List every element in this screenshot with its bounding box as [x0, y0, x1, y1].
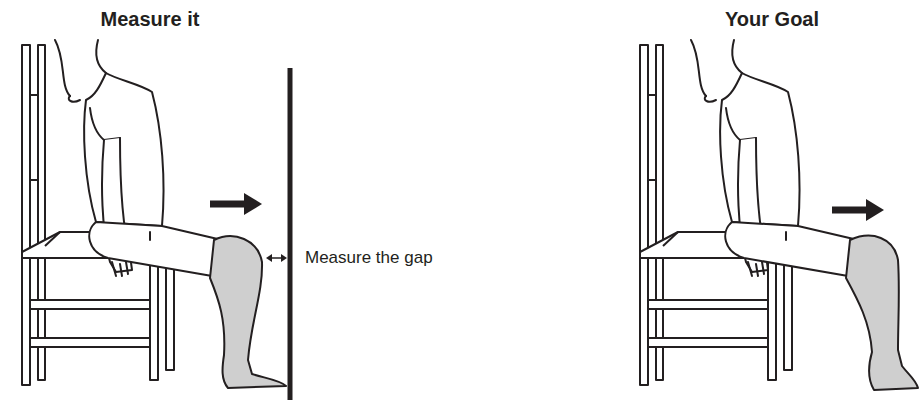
panel-heading: Your Goal	[725, 8, 819, 31]
gap-label: Measure the gap	[303, 248, 435, 268]
panel-heading: Measure it	[101, 8, 200, 31]
